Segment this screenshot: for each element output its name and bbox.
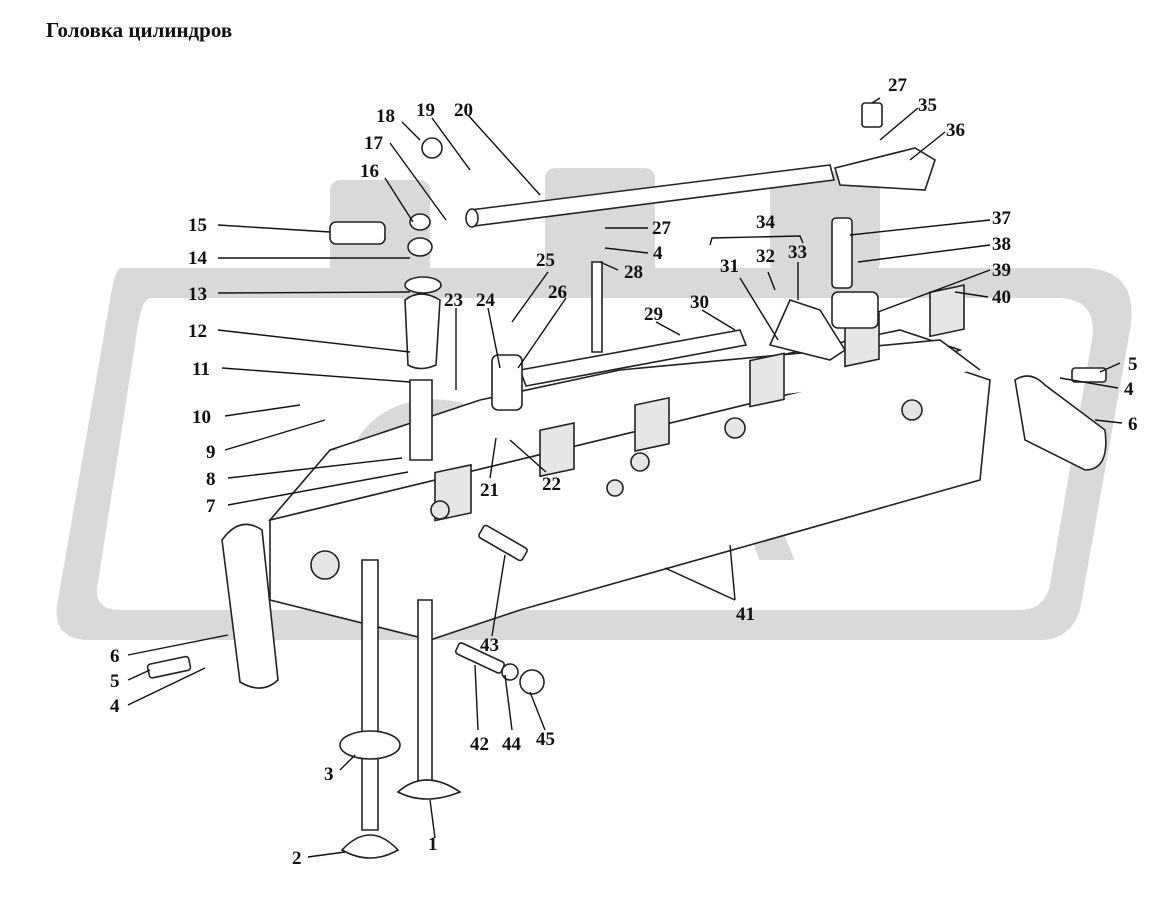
adjuster-39 [831, 291, 879, 329]
callout-30: 30 [690, 292, 709, 313]
callout-42: 42 [470, 734, 489, 755]
callout-5: 5 [110, 671, 120, 692]
callout-10: 10 [192, 407, 211, 428]
page-title: Головка цилиндров [46, 18, 233, 42]
callout-35: 35 [918, 95, 937, 116]
leader-lines [127, 97, 1123, 858]
callout-20: 20 [454, 100, 473, 121]
callout-31: 31 [720, 256, 739, 277]
callout-1: 1 [428, 834, 438, 855]
callout-27: 27 [652, 218, 672, 239]
callout-29: 29 [644, 304, 663, 325]
bolt-left [146, 655, 192, 679]
nut-27-top [861, 102, 883, 128]
callout-34: 34 [756, 212, 776, 233]
callout-3: 3 [324, 764, 334, 785]
callout-26: 26 [548, 282, 567, 303]
callout-2: 2 [292, 848, 302, 869]
bolt-right [1071, 367, 1107, 383]
callout-16: 16 [360, 161, 379, 182]
callout-12: 12 [188, 321, 207, 342]
lifting-bracket-left [221, 523, 279, 689]
callout-32: 32 [756, 246, 775, 267]
bolt-37 [831, 217, 853, 289]
callout-11: 11 [192, 359, 210, 380]
callout-8: 8 [206, 469, 216, 490]
callout-24: 24 [476, 290, 496, 311]
rocker-bracket [833, 147, 936, 191]
callout-44: 44 [502, 734, 522, 755]
pushrod-tube [518, 329, 748, 387]
callout-38: 38 [992, 234, 1011, 255]
callout-22: 22 [542, 474, 561, 495]
callout-15: 15 [188, 215, 207, 236]
callout-25: 25 [536, 250, 555, 271]
rocker-arm [768, 299, 847, 361]
callout-19: 19 [416, 100, 435, 121]
callout-43: 43 [480, 635, 499, 656]
callout-23: 23 [444, 290, 463, 311]
callout-4: 4 [653, 243, 663, 264]
callout-14: 14 [188, 248, 208, 269]
cylinder-head-body [267, 284, 991, 641]
stud-43 [478, 524, 528, 562]
callout-21: 21 [480, 480, 499, 501]
callout-9: 9 [206, 442, 216, 463]
callout-labels: 1 2 3 4 4 4 5 5 6 6 7 8 9 10 11 12 13 14… [110, 75, 1138, 869]
callout-40: 40 [992, 287, 1011, 308]
callout-6: 6 [110, 646, 120, 667]
callout-28: 28 [624, 262, 643, 283]
callout-45: 45 [536, 729, 555, 750]
callout-36: 36 [946, 120, 965, 141]
callout-4: 4 [110, 696, 120, 717]
callout-39: 39 [992, 260, 1011, 281]
valves [339, 559, 462, 859]
callout-5: 5 [1128, 354, 1138, 375]
callout-33: 33 [788, 242, 807, 263]
callout-18: 18 [376, 106, 395, 127]
rocker-shaft [465, 164, 836, 228]
callout-37: 37 [992, 208, 1012, 229]
callout-17: 17 [364, 133, 384, 154]
valve-spring-assembly [404, 213, 442, 461]
nut-45 [519, 669, 545, 695]
washer-44 [501, 663, 519, 681]
callout-6: 6 [1128, 414, 1138, 435]
callout-41: 41 [736, 604, 755, 625]
cap-15 [329, 221, 386, 245]
stud [591, 261, 603, 353]
callout-4: 4 [1124, 379, 1134, 400]
callout-13: 13 [188, 284, 207, 305]
callout-27: 27 [888, 75, 908, 96]
sleeve-24 [491, 354, 523, 411]
nut-18 [421, 137, 443, 159]
lifting-bracket-right [1014, 375, 1107, 471]
callout-7: 7 [206, 496, 216, 517]
